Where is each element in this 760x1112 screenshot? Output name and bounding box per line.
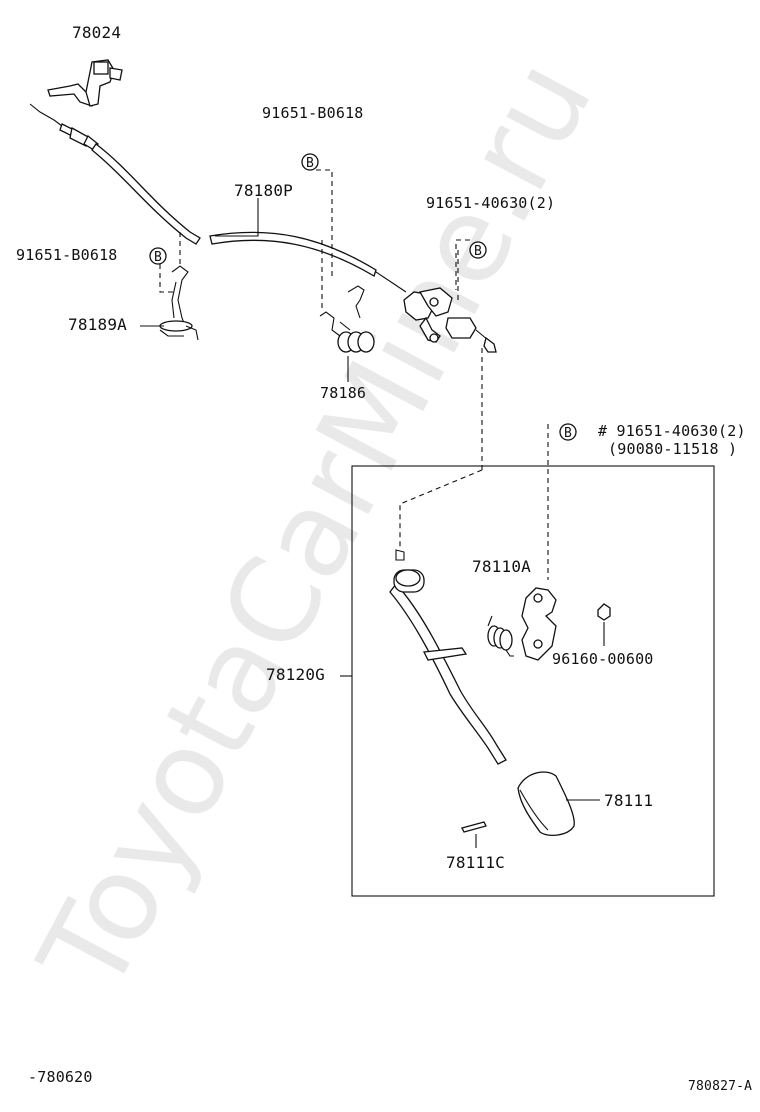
pedal-spring-78110a xyxy=(487,615,514,657)
clamp-78189a xyxy=(159,265,199,341)
label-78180p: 78180P xyxy=(234,181,293,200)
label-78024: 78024 xyxy=(72,23,121,42)
label-91651-b0618-left: 91651-B0618 xyxy=(16,246,118,264)
label-78120g: 78120G xyxy=(266,665,325,684)
pedal-bracket xyxy=(521,587,557,661)
label-91651-40630-top: 91651-40630(2) xyxy=(426,194,555,212)
label-78111: 78111 xyxy=(604,791,653,810)
bracket-78024 xyxy=(47,59,123,107)
pin-78111c xyxy=(461,821,487,848)
return-spring-78186 xyxy=(319,285,375,353)
nut-96160 xyxy=(597,603,611,646)
accelerator-cable-78180p xyxy=(29,103,497,353)
upper-leaders xyxy=(159,169,549,580)
bolt-marker-right: B xyxy=(559,423,577,441)
label-91651-40630-right: # 91651-40630(2) xyxy=(598,422,746,440)
label-90080-11518: (90080-11518 ) xyxy=(608,440,737,458)
svg-text:B: B xyxy=(306,156,314,171)
pedal-arm-78120g xyxy=(389,549,507,765)
label-leaders xyxy=(140,198,349,382)
bolt-marker-left: B xyxy=(149,247,167,265)
footer-left-code: -780620 xyxy=(28,1068,93,1086)
label-78186: 78186 xyxy=(320,384,366,402)
svg-text:B: B xyxy=(154,250,162,265)
label-91651-b0618-top: 91651-B0618 xyxy=(262,104,364,122)
label-78111c: 78111C xyxy=(446,853,505,872)
pedal-pad-78111 xyxy=(517,771,600,837)
watermark-text: ToyotaCarMine.ru xyxy=(12,38,618,1014)
label-78110a: 78110A xyxy=(472,557,531,576)
svg-text:B: B xyxy=(564,426,572,441)
bolt-marker-mid: B xyxy=(469,241,487,259)
pedal-assembly-frame xyxy=(351,465,715,897)
label-96160-00600: 96160-00600 xyxy=(552,650,654,668)
label-78189a: 78189A xyxy=(68,315,127,334)
svg-text:B: B xyxy=(474,244,482,259)
bolt-marker-top: B xyxy=(301,153,319,171)
footer-right-code: 780827-A xyxy=(688,1079,752,1094)
